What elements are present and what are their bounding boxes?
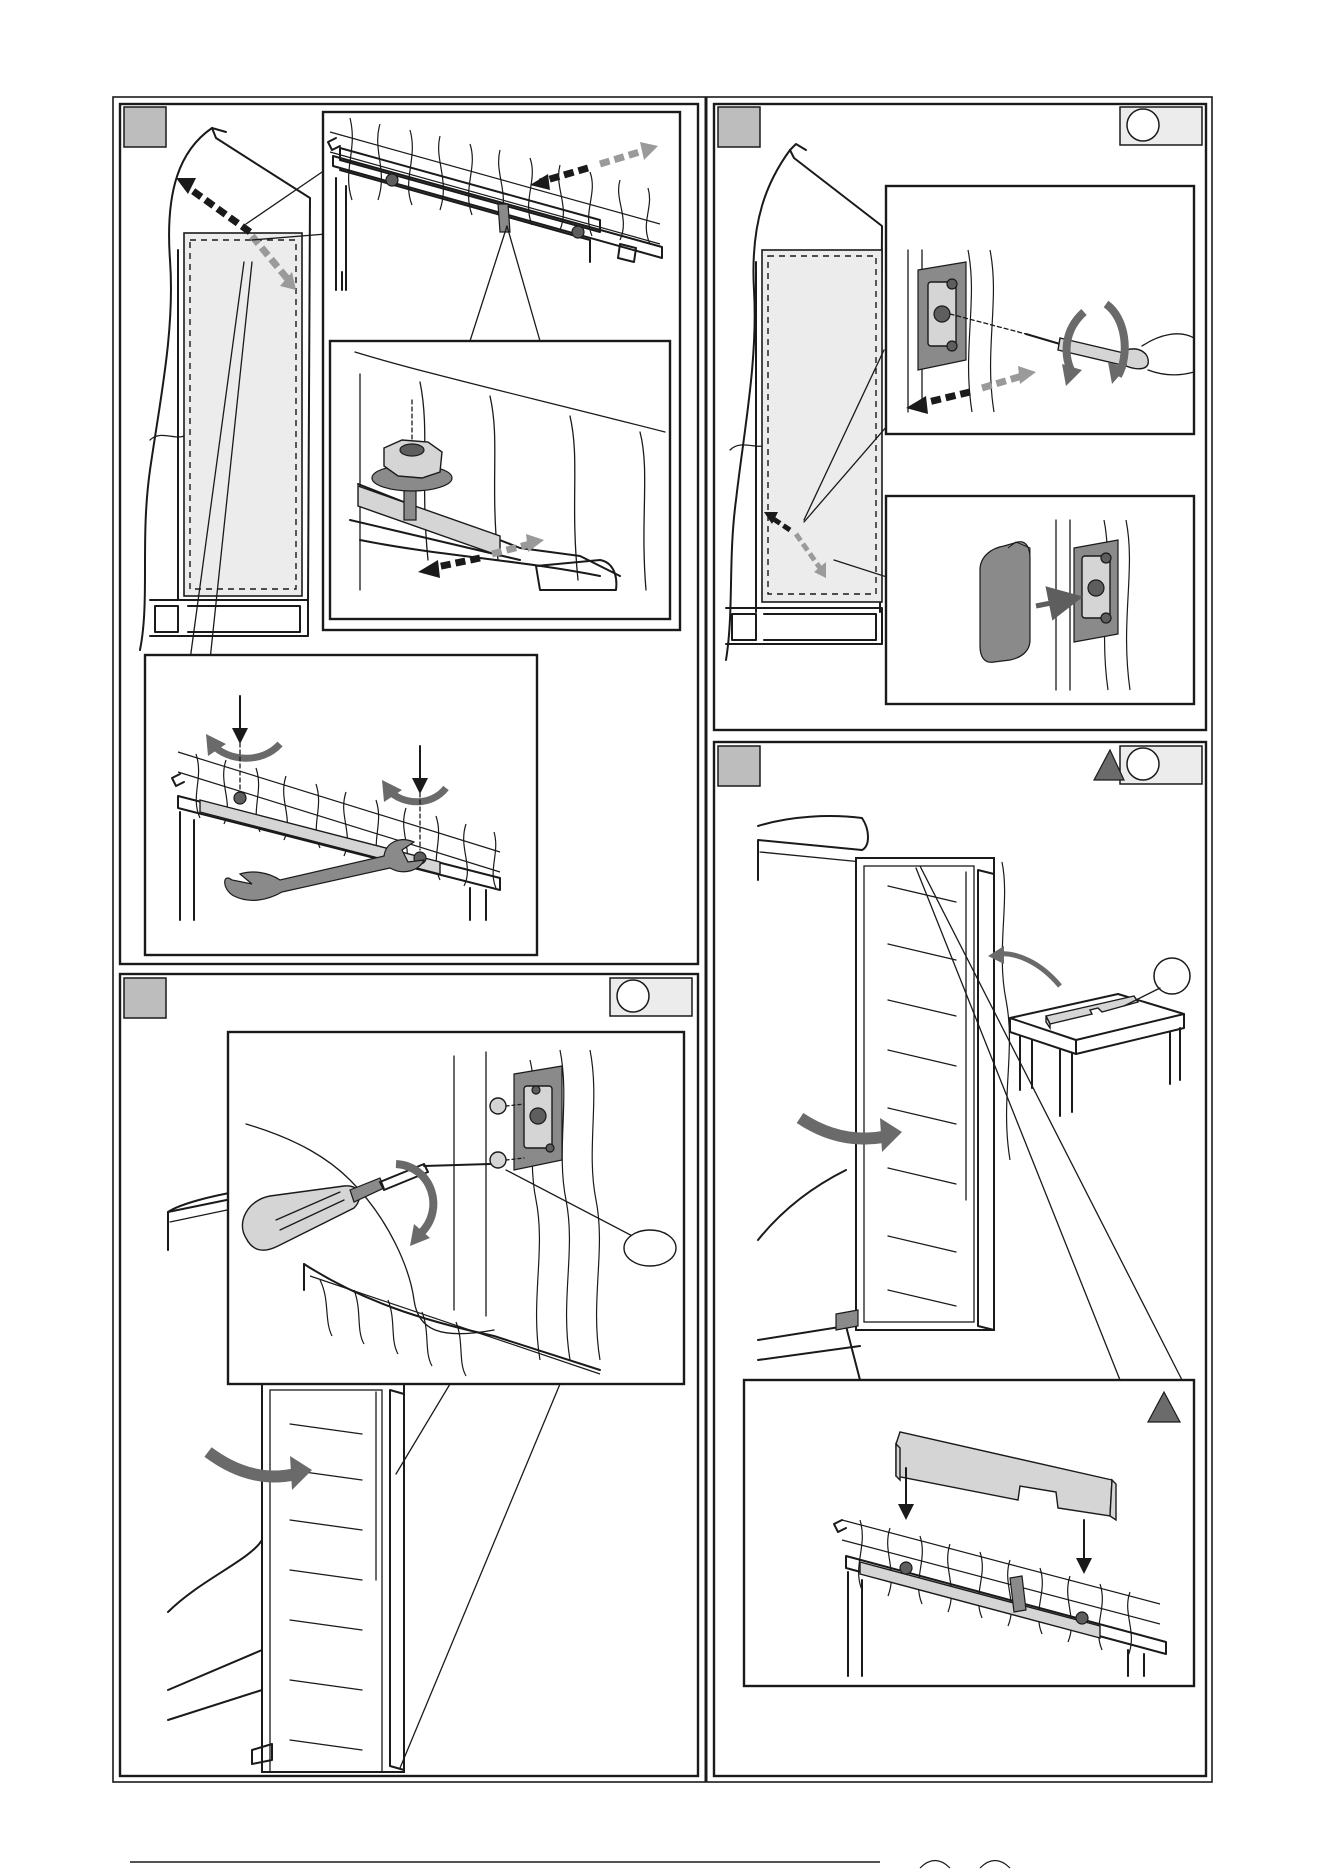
detail-wrench-tightening [145,655,537,955]
badge-tab [1120,746,1202,784]
detail-screwdriver-hinge [228,1032,684,1384]
badge-tab [610,978,692,1016]
cover-cap-icon [980,542,1030,663]
step-number-box [718,746,760,786]
badge-tab [1120,107,1202,145]
detail-cover-cap [886,496,1194,704]
hinge-icon [1074,540,1118,642]
detail-adjust-hinge [886,186,1194,434]
detail-hinge-cover [744,1380,1194,1686]
step-number-box [718,107,760,147]
panel-step-b [714,104,1206,730]
panel-step-d [714,742,1206,1776]
panel-step-a [120,104,698,964]
hinge-icon [514,1066,562,1170]
panel-step-c [120,974,698,1776]
step-number-box [124,107,166,147]
step-number-box [124,978,166,1018]
callout-bubble [624,1230,676,1266]
footer-mark [920,1861,1010,1869]
